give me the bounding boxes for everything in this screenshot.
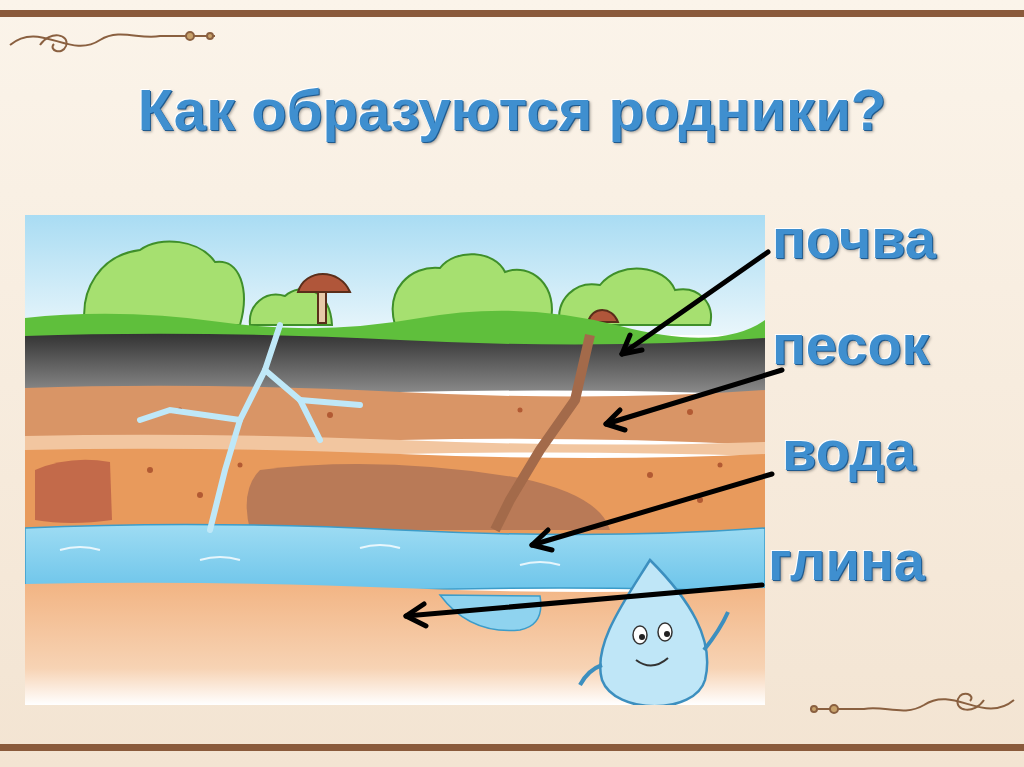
layer-label: почва (772, 206, 936, 271)
top-rule (0, 10, 1024, 17)
water-drop-character (580, 560, 728, 705)
bottom-rule (0, 744, 1024, 751)
layer-label: песок (772, 312, 930, 377)
slide-title: Как образуются родники? (0, 76, 1024, 143)
ground-section (25, 215, 765, 705)
leader-arrows (406, 252, 782, 626)
layer-label: вода (782, 418, 916, 483)
layer-label: глина (768, 528, 925, 593)
